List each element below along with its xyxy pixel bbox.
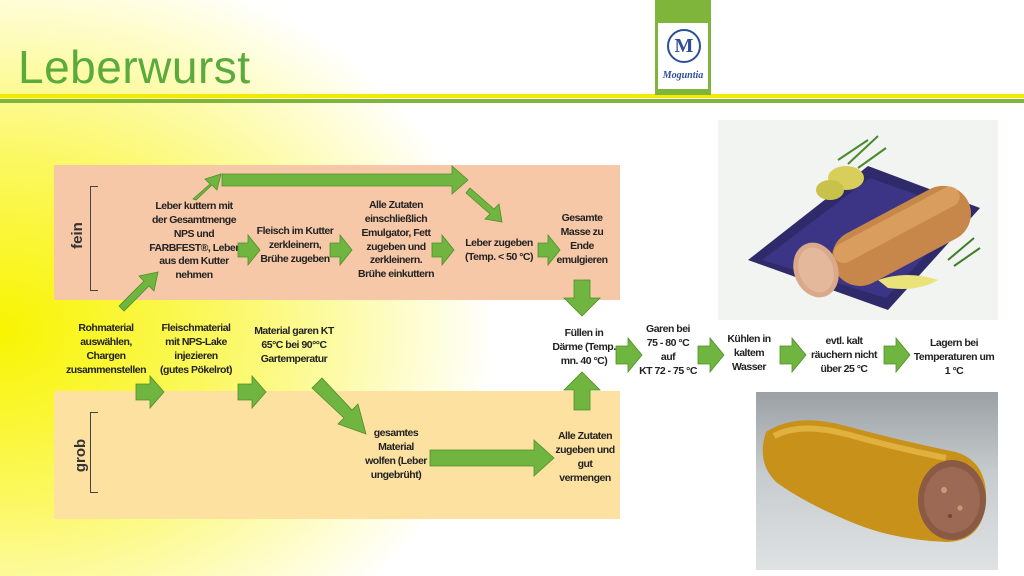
- arrow-fein-3: [431, 233, 455, 267]
- logo-panel: M Moguntia: [658, 23, 708, 89]
- step-kuehlen: Kühlen in kaltem Wasser: [727, 333, 771, 373]
- arrow-fein-2: [329, 233, 353, 267]
- arrow-main-2: [697, 336, 725, 374]
- step-leber-zugeben: Leber zugeben (Temp. < 50 °C): [465, 237, 533, 263]
- step-gesamtes-material: gesamtes Material wolfen (Leber ungebrüh…: [365, 427, 427, 481]
- arrow-fein-down: [563, 279, 601, 317]
- arrow-grob-diag: [311, 377, 367, 435]
- arrow-main-4: [883, 336, 911, 374]
- step-fleisch-kutter: Fleisch im Kutter zerkleinern, Brühe zug…: [256, 225, 334, 265]
- step-fleischmaterial: Fleischmaterial mit NPS-Lake injezieren …: [160, 322, 232, 376]
- step-raeuchern: evtl. kalt räuchern nicht über 25 °C: [811, 335, 877, 375]
- moguntia-logo: M Moguntia: [655, 0, 711, 95]
- step-gesamte-masse: Gesamte Masse zu Ende emulgieren: [556, 212, 608, 266]
- step-alle-zutaten-fein: Alle Zutaten einschließlich Emulgator, F…: [357, 199, 435, 281]
- step-garen: Garen bei 75 - 80 °C auf KT 72 - 75 °C: [639, 323, 697, 377]
- arrow-fein-1: [237, 233, 261, 267]
- arrow-roh-to-fleisch: [135, 374, 165, 410]
- grob-axis: [90, 412, 91, 492]
- arrow-top-long: [221, 165, 469, 195]
- arrow-fleisch-to-garen: [237, 374, 267, 410]
- step-lagern: Lagern bei Temperaturen um 1 °C: [913, 337, 995, 377]
- leberwurst-sausage-photo: [756, 392, 998, 570]
- arrow-main-1: [615, 336, 643, 374]
- step-rohmaterial: Rohmaterial auswählen, Chargen zusammens…: [65, 322, 147, 376]
- step-alle-zutaten-grob: Alle Zutaten zugeben und gut vermengen: [555, 430, 615, 484]
- arrow-main-3: [779, 336, 807, 374]
- step-material-garen: Material garen KT 65°C bei 90°°C Gartemp…: [254, 325, 334, 365]
- tray-illustration: [718, 120, 998, 320]
- logo-monogram: M: [667, 29, 701, 63]
- arrow-top-down: [465, 187, 503, 223]
- grob-axis-tick-top: [90, 412, 98, 413]
- sausage-illustration: [762, 420, 987, 542]
- leberwurst-tray-photo: [718, 120, 998, 320]
- header-rule-yellow: [0, 94, 1024, 98]
- step-leber-kuttern: Leber kuttern mit der Gesamtmenge NPS un…: [149, 200, 239, 282]
- fein-axis-tick-bottom: [90, 290, 98, 291]
- arrow-leber-up: [192, 173, 222, 201]
- arrow-grob-long: [429, 439, 555, 477]
- step-fuellen: Füllen in Därme (Temp. mn. 40 °C): [552, 327, 616, 367]
- arrow-grob-up: [563, 371, 601, 411]
- grob-axis-tick-bottom: [90, 492, 98, 493]
- arrow-roh-to-fein: [118, 271, 159, 312]
- logo-text: Moguntia: [662, 70, 704, 81]
- fein-axis-tick-top: [90, 186, 98, 187]
- header-rule-green: [0, 99, 1024, 103]
- fein-axis: [90, 186, 91, 290]
- page-title: Leberwurst: [18, 41, 251, 93]
- arrow-fein-4: [537, 233, 561, 267]
